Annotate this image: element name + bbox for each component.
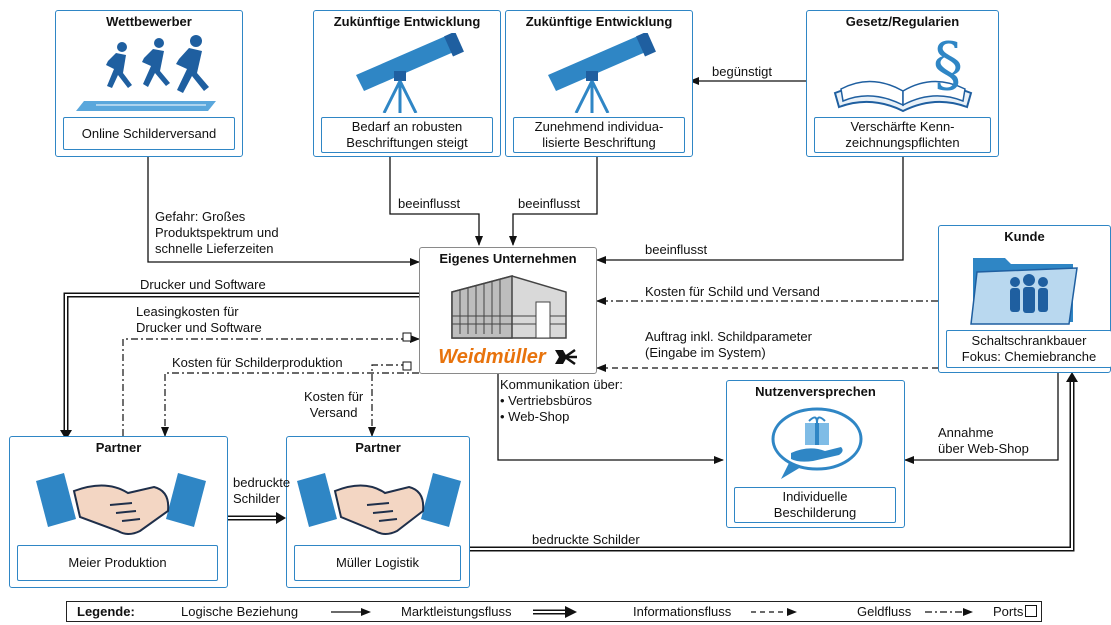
edge-beeinflusst-2 [509, 156, 598, 246]
legend-market-icon [533, 606, 577, 618]
edge-label-kommunikation: Kommunikation über: • Vertriebsbüros • W… [500, 377, 623, 424]
edge-kosten-versand [368, 364, 408, 437]
port [402, 361, 412, 371]
svg-text:§: § [933, 35, 963, 100]
edge-kommunikation [497, 373, 724, 464]
law-book-icon: § [833, 35, 973, 113]
legend-logical: Logische Beziehung [181, 604, 299, 619]
node-future-2[interactable]: Zukünftige Entwicklung Zunehmend individ… [505, 10, 693, 157]
node-title: Partner [95, 440, 142, 455]
legend-logical-icon [331, 608, 371, 616]
node-title: Zukünftige Entwicklung [333, 14, 481, 29]
edge-beeinflusst-1 [389, 156, 483, 246]
edge-label-kosten-produktion: Kosten für Schilderproduktion [172, 355, 343, 370]
legend-market: Marktleistungsfluss [401, 604, 512, 619]
telescope-icon [548, 33, 656, 113]
node-content: Müller Logistik [294, 545, 461, 581]
node-content: Online Schilderversand [63, 117, 235, 150]
node-content: Meier Produktion [17, 545, 218, 581]
edge-label-beguenstigt: begünstigt [712, 64, 772, 79]
port [402, 332, 412, 342]
logo-mark-icon [554, 348, 577, 366]
edge-label-annahme: Annahme über Web-Shop [938, 425, 1029, 456]
node-title: Nutzenversprechen [755, 384, 876, 399]
edge-label-auftrag: Auftrag inkl. Schildparameter (Eingabe i… [645, 329, 812, 360]
legend-port-icon [1025, 605, 1037, 617]
node-value-proposition[interactable]: Nutzenversprechen Individuelle Beschilde… [726, 380, 905, 528]
logo-text: Weidmüller [438, 345, 546, 368]
node-content: Zunehmend individua- lisierte Beschriftu… [513, 117, 685, 153]
node-content: Individuelle Beschilderung [734, 487, 896, 523]
node-content: Bedarf an robusten Beschriftungen steigt [321, 117, 493, 153]
node-title: Zukünftige Entwicklung [525, 14, 673, 29]
node-title: Partner [355, 440, 401, 455]
node-content: Schaltschrankbauer Fokus: Chemiebranche [946, 330, 1111, 368]
legend-ports: Ports [993, 604, 1024, 619]
edge-beeinflusst-3 [596, 156, 904, 264]
edge-annahme [904, 373, 1059, 464]
node-company[interactable]: Eigenes Unternehmen Weidmüller [419, 247, 597, 374]
edge-leasing [122, 335, 420, 436]
edge-gefahr [147, 156, 420, 266]
node-customer[interactable]: Kunde Schaltschrankbauer Fokus: Chemiebr… [938, 225, 1111, 373]
legend-title: Legende: [77, 604, 135, 619]
handshake-icon [36, 473, 206, 535]
weidmueller-logo: Weidmüller [420, 344, 596, 370]
edge-label-gefahr: Gefahr: Großes Produktspektrum und schne… [155, 209, 279, 256]
edge-kosten-produktion [161, 372, 419, 437]
node-partner-logistics[interactable]: Partner Müller Logistik [286, 436, 470, 588]
building-icon [451, 275, 567, 339]
edge-label-beeinflusst-1: beeinflusst [398, 196, 461, 211]
node-content: Verschärfte Kenn- zeichnungspflichten [814, 117, 991, 153]
telescope-icon [356, 33, 464, 113]
node-title: Eigenes Unternehmen [439, 251, 577, 266]
node-future-1[interactable]: Zukünftige Entwicklung Bedarf an robuste… [313, 10, 501, 157]
node-title: Gesetz/Regularien [845, 14, 960, 29]
legend-info: Informationsfluss [633, 604, 732, 619]
legend-money-icon [925, 608, 973, 616]
handshake-icon [297, 473, 461, 535]
folder-people-icon [970, 258, 1078, 325]
edge-label-beeinflusst-2: beeinflusst [518, 196, 581, 211]
edge-label-bedruckt-1: bedruckte Schilder [233, 475, 291, 506]
legend-money: Geldfluss [857, 604, 912, 619]
node-partner-production[interactable]: Partner Meier Produktion [9, 436, 228, 588]
edge-label-kosten-versand: Kosten für Versand [304, 389, 364, 420]
edge-label-bedruckt-2: bedruckte Schilder [532, 532, 640, 547]
node-title: Kunde [1004, 229, 1045, 244]
edge-label-beeinflusst-3: beeinflusst [645, 242, 708, 257]
legend-info-icon [751, 608, 797, 616]
node-competitor[interactable]: Wettbewerber Online Schilderversand [55, 10, 243, 157]
edge-label-leasing: Leasingkosten für Drucker und Software [136, 304, 262, 335]
edge-label-drucker: Drucker und Software [140, 277, 266, 292]
edge-label-kosten-schild: Kosten für Schild und Versand [645, 284, 820, 299]
node-law[interactable]: Gesetz/Regularien § Verschärfte Kenn- ze… [806, 10, 999, 157]
gift-hand-icon [771, 407, 863, 479]
legend: Legende: Logische Beziehung Marktleistun… [66, 601, 1042, 622]
runners-icon [76, 35, 216, 111]
node-title: Wettbewerber [106, 14, 192, 29]
